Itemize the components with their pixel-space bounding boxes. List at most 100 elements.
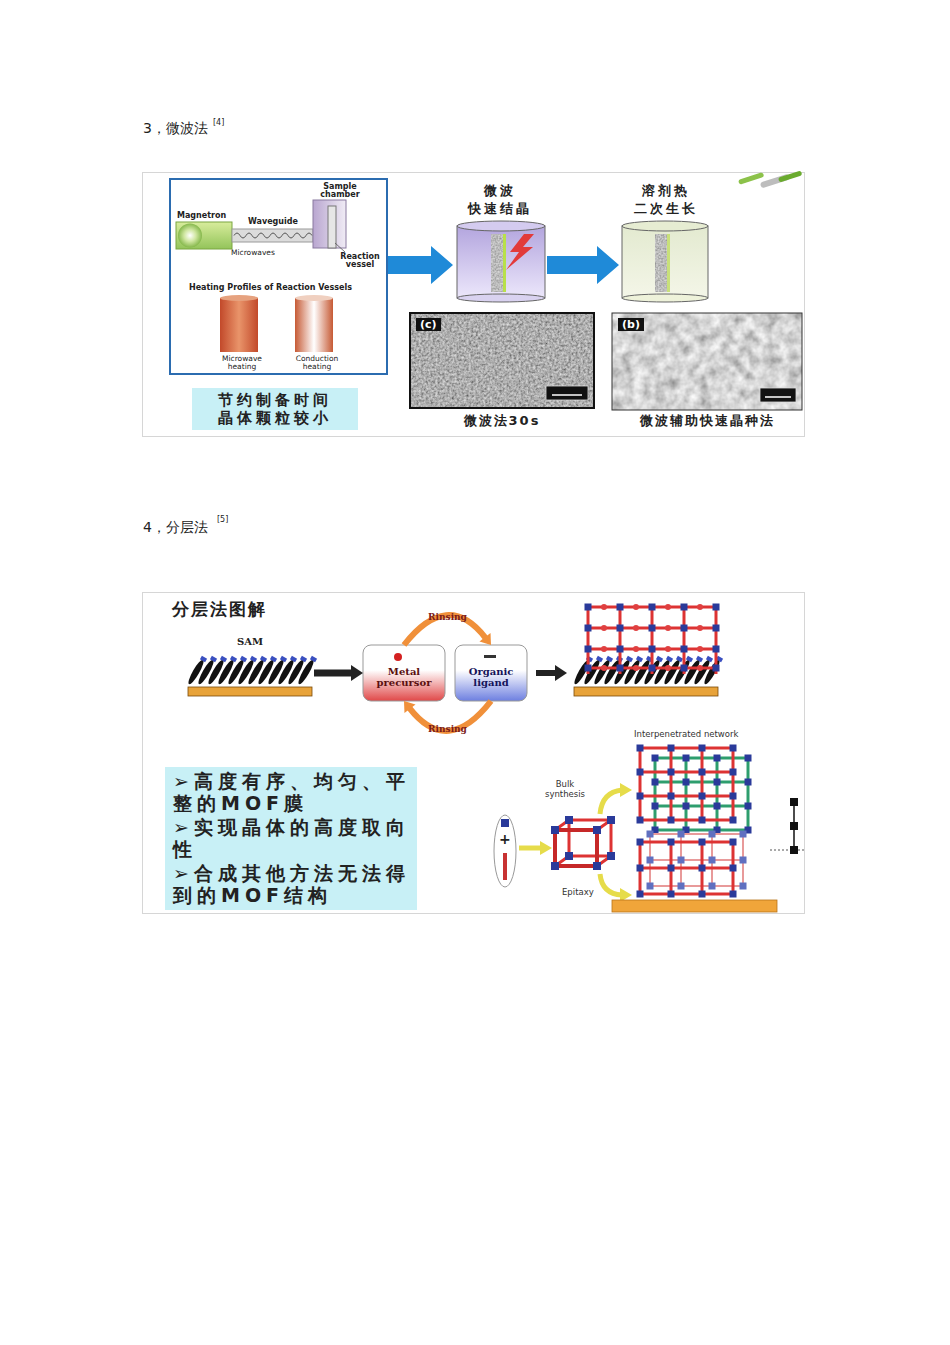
lattice-node: [730, 745, 737, 752]
yellow-arrow: [600, 874, 622, 895]
molecule-chain: [296, 658, 316, 685]
note-box: 节约制备时间 晶体颗粒较小: [192, 388, 358, 430]
cube-node: [565, 852, 573, 860]
molecule-chain: [702, 658, 722, 685]
yellow-arrow: [519, 846, 542, 851]
arrow-head: [479, 633, 491, 645]
lattice-node: [709, 883, 716, 890]
lattice-bead: [697, 646, 703, 652]
lattice-bond: [587, 607, 590, 674]
lattice-node: [637, 817, 644, 824]
cube-edge: [555, 864, 597, 868]
lattice-node: [585, 646, 592, 653]
lattice-node: [668, 769, 675, 776]
block-arrow: [547, 246, 619, 284]
molecule-head: [220, 656, 227, 662]
substrate: [574, 687, 718, 696]
lattice-node: [637, 865, 644, 872]
lattice-bond: [732, 748, 735, 820]
lattice-node: [668, 793, 675, 800]
cropped-node: [790, 798, 798, 806]
figure-title: 分层法图解: [172, 599, 267, 619]
lattice-node: [699, 817, 706, 824]
lattice-node: [713, 646, 720, 653]
beaker: [457, 226, 545, 298]
molecule-head: [606, 656, 613, 662]
panel-tag: (c): [416, 318, 441, 331]
magnetron-end: [178, 224, 202, 248]
molecule-head: [240, 656, 247, 662]
lattice-node: [678, 831, 685, 838]
lattice-bond: [640, 747, 733, 750]
lattice-bond: [640, 795, 733, 798]
molecule-head: [626, 656, 633, 662]
sem-frame: [410, 313, 594, 408]
molecule-head: [270, 656, 277, 662]
part-label: Microwaves: [231, 248, 275, 257]
substrate: [612, 900, 777, 912]
part-label: Interpenetrated network: [634, 729, 738, 739]
lattice-node: [699, 839, 706, 846]
step-heading: 微波 快速结晶: [465, 182, 535, 218]
cube-node: [593, 826, 601, 834]
cube-node: [551, 826, 559, 834]
cropped-line: [770, 850, 805, 851]
magnetron: [176, 222, 232, 249]
lattice-node: [649, 665, 656, 672]
lattice-bond: [650, 833, 743, 835]
reaction-vessel: [328, 206, 336, 248]
lattice-node: [617, 646, 624, 653]
lattice-node: [647, 883, 654, 890]
microwave-wave: [234, 233, 312, 238]
sample-chamber: [313, 200, 346, 248]
section-heading: 4，分层法: [143, 519, 208, 536]
lattice-bond: [683, 607, 686, 674]
cube-edge: [568, 820, 571, 856]
lattice-node: [637, 745, 644, 752]
panel-heading: Heating Profiles of Reaction Vessels: [189, 283, 384, 293]
part-label: Waveguide: [248, 217, 298, 227]
molecule-head: [676, 656, 683, 662]
beaker: [622, 226, 708, 298]
sam-molecule: [702, 656, 723, 686]
figure-frame: [143, 173, 805, 437]
microwave-bolt: [506, 234, 534, 270]
step-heading: 溶剂热 二次生长: [631, 182, 701, 218]
lattice-node: [699, 769, 706, 776]
lattice-bead: [665, 646, 671, 652]
beaker-label: Metal precursor: [369, 667, 439, 688]
lattice-node: [740, 857, 747, 864]
lattice-bond: [655, 829, 748, 832]
lattice-node: [678, 857, 685, 864]
molecule-head: [260, 656, 267, 662]
lattice-node: [668, 817, 675, 824]
cube-edge: [555, 828, 597, 832]
lattice-node: [585, 604, 592, 611]
lattice-bead: [633, 646, 639, 652]
lattice-node: [652, 779, 659, 786]
lattice-node: [647, 831, 654, 838]
lattice-node: [668, 865, 675, 872]
cube-edge: [610, 820, 613, 856]
bullet-text: ➢实现晶体的高度取向性: [173, 816, 413, 861]
lattice-bead: [601, 604, 607, 610]
lattice-node: [652, 803, 659, 810]
lattice-node: [637, 839, 644, 846]
lattice-bead: [665, 625, 671, 631]
sam-molecule: [296, 656, 317, 686]
lattice-node: [713, 665, 720, 672]
scale-bar: [546, 386, 588, 400]
lattice-node: [714, 755, 721, 762]
molecule-head: [596, 656, 603, 662]
metal-node: [501, 819, 509, 827]
lattice-node: [713, 625, 720, 632]
yellow-arrow-head: [540, 841, 552, 855]
lattice-node: [668, 745, 675, 752]
precursor-beaker: Metal precursor: [363, 645, 445, 701]
part-label: SAM: [186, 636, 314, 648]
note-text: 节约制备时间 晶体颗粒较小: [210, 391, 340, 427]
lattice-bond: [639, 748, 642, 820]
cube-node: [607, 852, 615, 860]
